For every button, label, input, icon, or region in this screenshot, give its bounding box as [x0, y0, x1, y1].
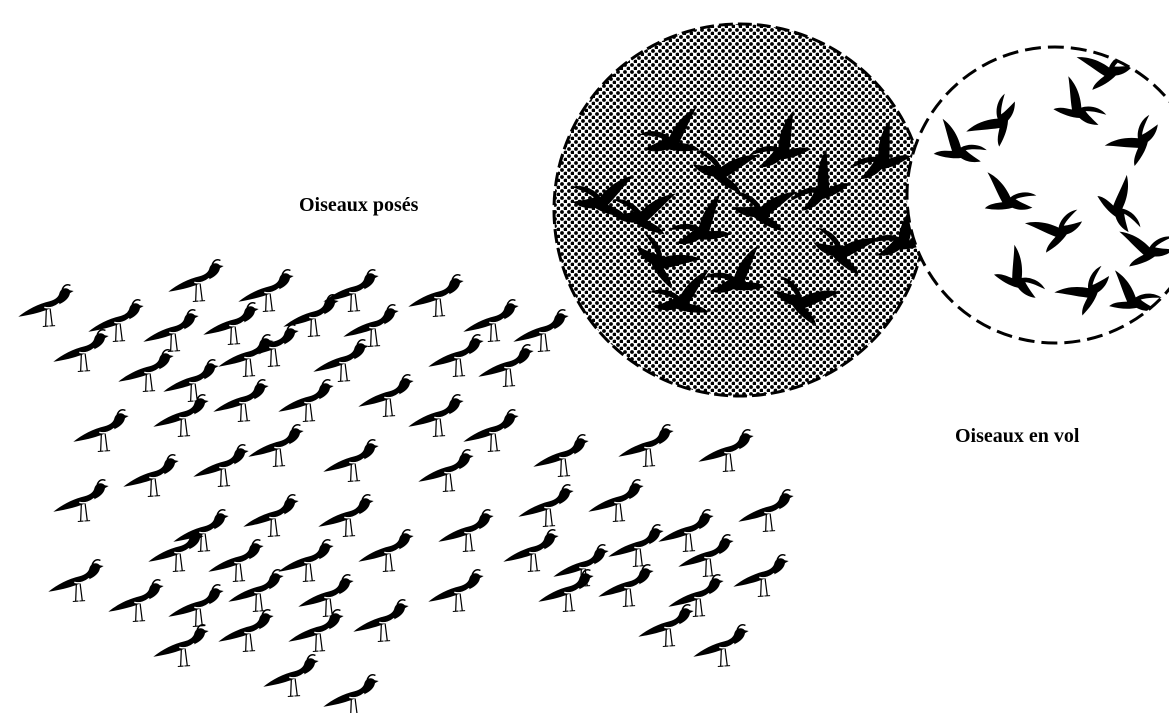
lapwing-standing-icon [731, 554, 791, 598]
lapwing-standing-icon [426, 569, 486, 613]
lapwing-standing-icon [736, 489, 796, 533]
lapwing-standing-icon [606, 524, 666, 568]
lapwing-standing-icon [406, 394, 466, 438]
flying-flock-halftone-circle [554, 24, 935, 396]
lapwing-standing-icon [311, 339, 371, 383]
lapwing-standing-icon [116, 349, 176, 393]
lapwing-standing-icon [461, 409, 521, 453]
lapwing-standing-icon [201, 302, 261, 346]
lapwing-standing-icon [106, 579, 166, 623]
lapwing-standing-icon [321, 674, 381, 713]
lapwing-standing-icon [461, 299, 521, 343]
lapwing-standing-icon [596, 564, 656, 608]
lapwing-standing-icon [46, 559, 106, 603]
lapwing-standing-icon [191, 444, 251, 488]
lapwing-standing-icon [356, 529, 416, 573]
lapwing-standing-icon [216, 609, 276, 653]
standing-birds-label: Oiseaux posés [299, 194, 418, 217]
lapwing-standing-icon [666, 574, 726, 618]
lapwing-standing-icon [536, 569, 596, 613]
lapwing-standing-icon [261, 654, 321, 698]
lapwing-standing-icon [151, 394, 211, 438]
lapwing-standing-icon [211, 379, 271, 423]
lapwing-standing-icon [241, 494, 301, 538]
lapwing-standing-icon [691, 624, 751, 668]
lapwing-standing-icon [636, 604, 696, 648]
lapwing-standing-icon [351, 599, 411, 643]
lapwing-standing-icon [276, 539, 336, 583]
lapwing-standing-icon [531, 434, 591, 478]
lapwing-standing-icon [166, 584, 226, 628]
lapwing-standing-icon [151, 624, 211, 668]
lapwing-standing-icon [146, 529, 206, 573]
lapwing-standing-icon [71, 409, 131, 453]
lapwing-standing-icon [236, 269, 296, 313]
lapwing-standing-icon [676, 534, 736, 578]
lapwing-standing-icon [696, 429, 756, 473]
lapwing-standing-icon [246, 424, 306, 468]
flying-birds-label: Oiseaux en vol [955, 425, 1079, 448]
lapwing-standing-icon [166, 259, 226, 303]
lapwing-standing-icon [406, 274, 466, 318]
lapwing-standing-icon [206, 539, 266, 583]
flying-flock-white-circle [907, 39, 1169, 343]
lapwing-standing-icon [476, 344, 536, 388]
lapwing-standing-icon [161, 359, 221, 403]
lapwing-standing-icon [286, 609, 346, 653]
lapwing-standing-icon [426, 334, 486, 378]
lapwing-standing-icon [141, 309, 201, 353]
lapwing-standing-icon [416, 449, 476, 493]
lapwing-standing-icon [51, 479, 111, 523]
lapwing-standing-icon [436, 509, 496, 553]
lapwing-standing-icon [511, 309, 571, 353]
lapwing-standing-icon [501, 529, 561, 573]
lapwing-standing-icon [16, 284, 76, 328]
lapwing-standing-icon [356, 374, 416, 418]
lapwing-standing-icon [516, 484, 576, 528]
lapwing-standing-icon [656, 509, 716, 553]
lapwing-standing-icon [316, 494, 376, 538]
lapwing-standing-icon [51, 329, 111, 373]
lapwing-standing-icon [121, 454, 181, 498]
lapwing-standing-icon [586, 479, 646, 523]
lapwing-standing-icon [276, 379, 336, 423]
lapwing-standing-icon [321, 439, 381, 483]
lapwing-standing-icon [616, 424, 676, 468]
